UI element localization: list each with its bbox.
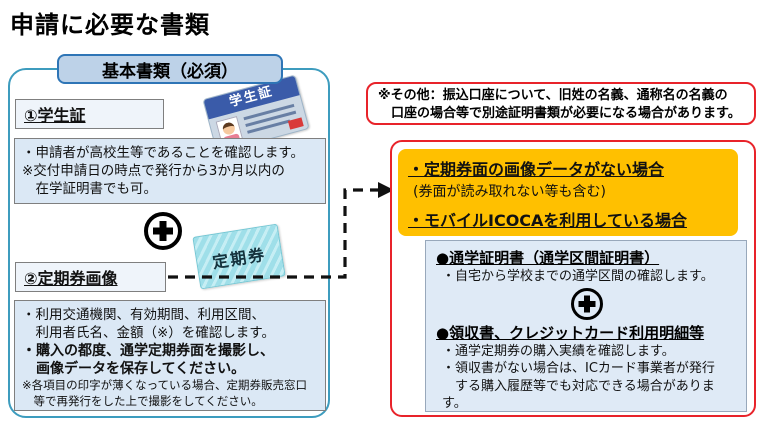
page-title: 申請に必要な書類	[10, 11, 210, 39]
desc-line: ※交付申請日の時点で発行から3か月以内の	[22, 163, 285, 179]
desc-line: 利用者氏名、金額（※）を確認します。	[22, 325, 275, 341]
plus-icon	[144, 212, 182, 250]
desc-line: 在学証明書でも可。	[22, 181, 157, 197]
basic-documents-header: 基本書類（必須）	[57, 54, 283, 84]
desc-line-bold: ・購入の都度、通学定期券面を撮影し、	[22, 343, 274, 359]
doc-line: ・通学定期券の購入実績を確認します。	[442, 343, 675, 359]
highlight-cases-box: ・定期券面の画像データがない場合 (券面が読み取れない等も含む) ・モバイルIC…	[398, 149, 738, 236]
card-stamp-icon	[287, 117, 304, 130]
dashed-arrow	[168, 182, 394, 279]
desc-line: ・利用交通機関、有効期間、利用区間、	[22, 307, 265, 323]
student-id-description: ・申請者が高校生等であることを確認します。 ※交付申請日の時点で発行から3か月以…	[14, 138, 326, 204]
desc-line-small: ※各項目の印字が薄くなっている場合、定期券販売窓口	[22, 378, 308, 392]
desc-line-bold: 画像データを保存してください。	[22, 361, 246, 377]
plus-icon	[571, 287, 603, 320]
desc-line-small: 等で再発行をした上で撮影をしてください。	[22, 393, 263, 408]
doc-line: ・領収書がない場合は、ICカード事業者が発行	[442, 361, 715, 376]
desc-line: ・申請者が高校生等であることを確認します。	[22, 145, 305, 161]
note-line: 口座の場合等で別途証明書類が必要になる場合があります。	[378, 106, 741, 121]
case-no-image-note: (券面が読み取れない等も含む)	[413, 184, 606, 200]
student-id-label-text: ①学生証	[24, 106, 86, 125]
receipt-title: ●領収書、クレジットカード利用明細等	[436, 323, 705, 342]
case-no-image: ・定期券面の画像データがない場合	[408, 160, 665, 179]
case-mobile-icoca: ・モバイルICOCAを利用している場合	[408, 211, 687, 230]
note-line: ※その他：振込口座について、旧姓の名義、通称名の名義の	[378, 88, 728, 103]
alternative-documents-panel: ・定期券面の画像データがない場合 (券面が読み取れない等も含む) ・モバイルIC…	[390, 140, 756, 417]
doc-line: する購入履歴等でも対応できる場合があります。	[442, 378, 715, 412]
other-note-box: ※その他：振込口座について、旧姓の名義、通称名の名義の 口座の場合等で別途証明書…	[366, 82, 756, 125]
commuting-certificate-title: ●通学証明書（通学区間証明書）	[436, 249, 660, 267]
commuter-pass-image-label: ②定期券画像	[15, 262, 166, 292]
commuter-pass-image-label-text: ②定期券画像	[24, 269, 118, 288]
student-id-label: ①学生証	[15, 99, 164, 129]
commuter-pass-description: ・利用交通機関、有効期間、利用区間、 利用者氏名、金額（※）を確認します。 ・購…	[14, 300, 326, 411]
alternative-documents-list: ●通学証明書（通学区間証明書） ・自宅から学校までの通学区間の確認します。 ●領…	[425, 240, 747, 412]
doc-line: ・自宅から学校までの通学区間の確認します。	[442, 269, 714, 284]
